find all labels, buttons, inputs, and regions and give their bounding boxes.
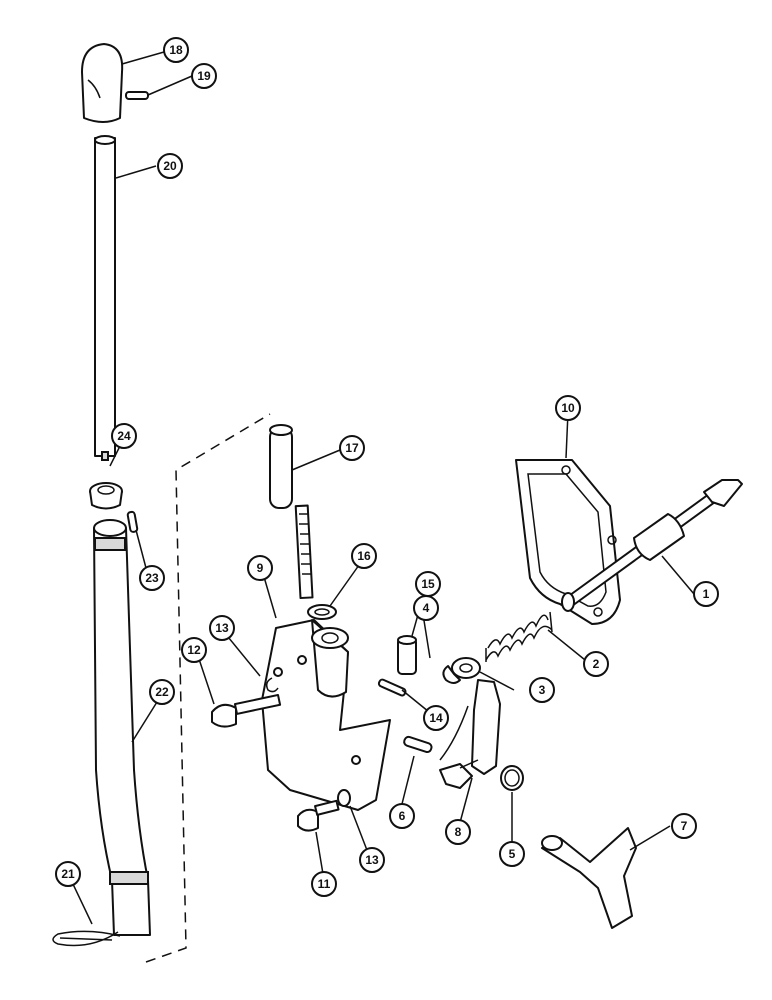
bolt-11 (297, 799, 340, 832)
callout-17-label: 17 (345, 441, 359, 455)
pin-23 (126, 510, 139, 533)
callout-1: 1 (693, 581, 719, 607)
callout-11-label: 11 (318, 877, 331, 891)
rod-17 (269, 424, 314, 600)
callout-21: 21 (55, 861, 81, 887)
o-ring-5 (500, 765, 524, 791)
lever-8 (439, 679, 501, 789)
washer-16 (307, 604, 337, 620)
callout-2: 2 (583, 651, 609, 677)
callout-14: 14 (423, 705, 449, 731)
callout-15-label: 15 (421, 577, 435, 591)
dowel-15 (397, 635, 417, 675)
callout-13a: 13 (209, 615, 235, 641)
tube-22 (93, 519, 151, 936)
callout-13b-label: 13 (365, 853, 379, 867)
callout-5: 5 (499, 841, 525, 867)
callout-7-label: 7 (681, 819, 688, 833)
callout-7: 7 (671, 813, 697, 839)
callout-1-label: 1 (703, 587, 710, 601)
callout-13b: 13 (359, 847, 385, 873)
pedal-7 (541, 827, 637, 929)
knob-18 (81, 43, 124, 123)
callout-10-label: 10 (561, 401, 575, 415)
callout-12-label: 12 (187, 643, 201, 657)
rod-20 (94, 135, 116, 461)
callout-9: 9 (247, 555, 273, 581)
alignment-line (145, 413, 271, 963)
callout-3-label: 3 (539, 683, 546, 697)
shaft-1 (561, 479, 743, 612)
callout-2-label: 2 (593, 657, 600, 671)
lock-washer-13b (337, 789, 351, 807)
callout-23-label: 23 (145, 571, 159, 585)
lock-washer-13a (265, 677, 279, 693)
callout-14-label: 14 (429, 711, 443, 725)
callout-15: 15 (415, 571, 441, 597)
callout-5-label: 5 (509, 847, 516, 861)
callout-20: 20 (157, 153, 183, 179)
callout-20-label: 20 (163, 159, 177, 173)
leader-lines (71, 51, 695, 925)
callout-19: 19 (191, 63, 217, 89)
callout-18: 18 (163, 37, 189, 63)
callout-4-label: 4 (423, 601, 430, 615)
clip-21 (52, 930, 121, 947)
callout-11: 11 (311, 871, 337, 897)
callout-3: 3 (529, 677, 555, 703)
callout-21-label: 21 (61, 867, 75, 881)
callout-12: 12 (181, 637, 207, 663)
callout-23: 23 (139, 565, 165, 591)
callout-10: 10 (555, 395, 581, 421)
callout-19-label: 19 (197, 69, 211, 83)
washer-3 (451, 657, 481, 679)
e-clip-4 (442, 665, 461, 684)
callout-24-label: 24 (117, 429, 131, 443)
callout-8: 8 (445, 819, 471, 845)
callout-6-label: 6 (399, 809, 406, 823)
pin-14 (377, 678, 407, 697)
callout-16: 16 (351, 543, 377, 569)
callout-13a-label: 13 (215, 621, 229, 635)
callout-9-label: 9 (257, 561, 264, 575)
bushing-24 (89, 482, 123, 510)
pin-19 (125, 91, 149, 100)
callout-8-label: 8 (455, 825, 462, 839)
callout-6: 6 (389, 803, 415, 829)
callout-24: 24 (111, 423, 137, 449)
callout-22: 22 (149, 679, 175, 705)
callout-16-label: 16 (357, 549, 371, 563)
callout-22-label: 22 (155, 685, 169, 699)
spring-2 (485, 611, 553, 662)
callout-17: 17 (339, 435, 365, 461)
callout-18-label: 18 (169, 43, 183, 57)
pin-6 (403, 735, 433, 754)
bolt-12 (211, 693, 282, 728)
callout-4: 4 (413, 595, 439, 621)
cover-plate-9 (261, 619, 391, 811)
